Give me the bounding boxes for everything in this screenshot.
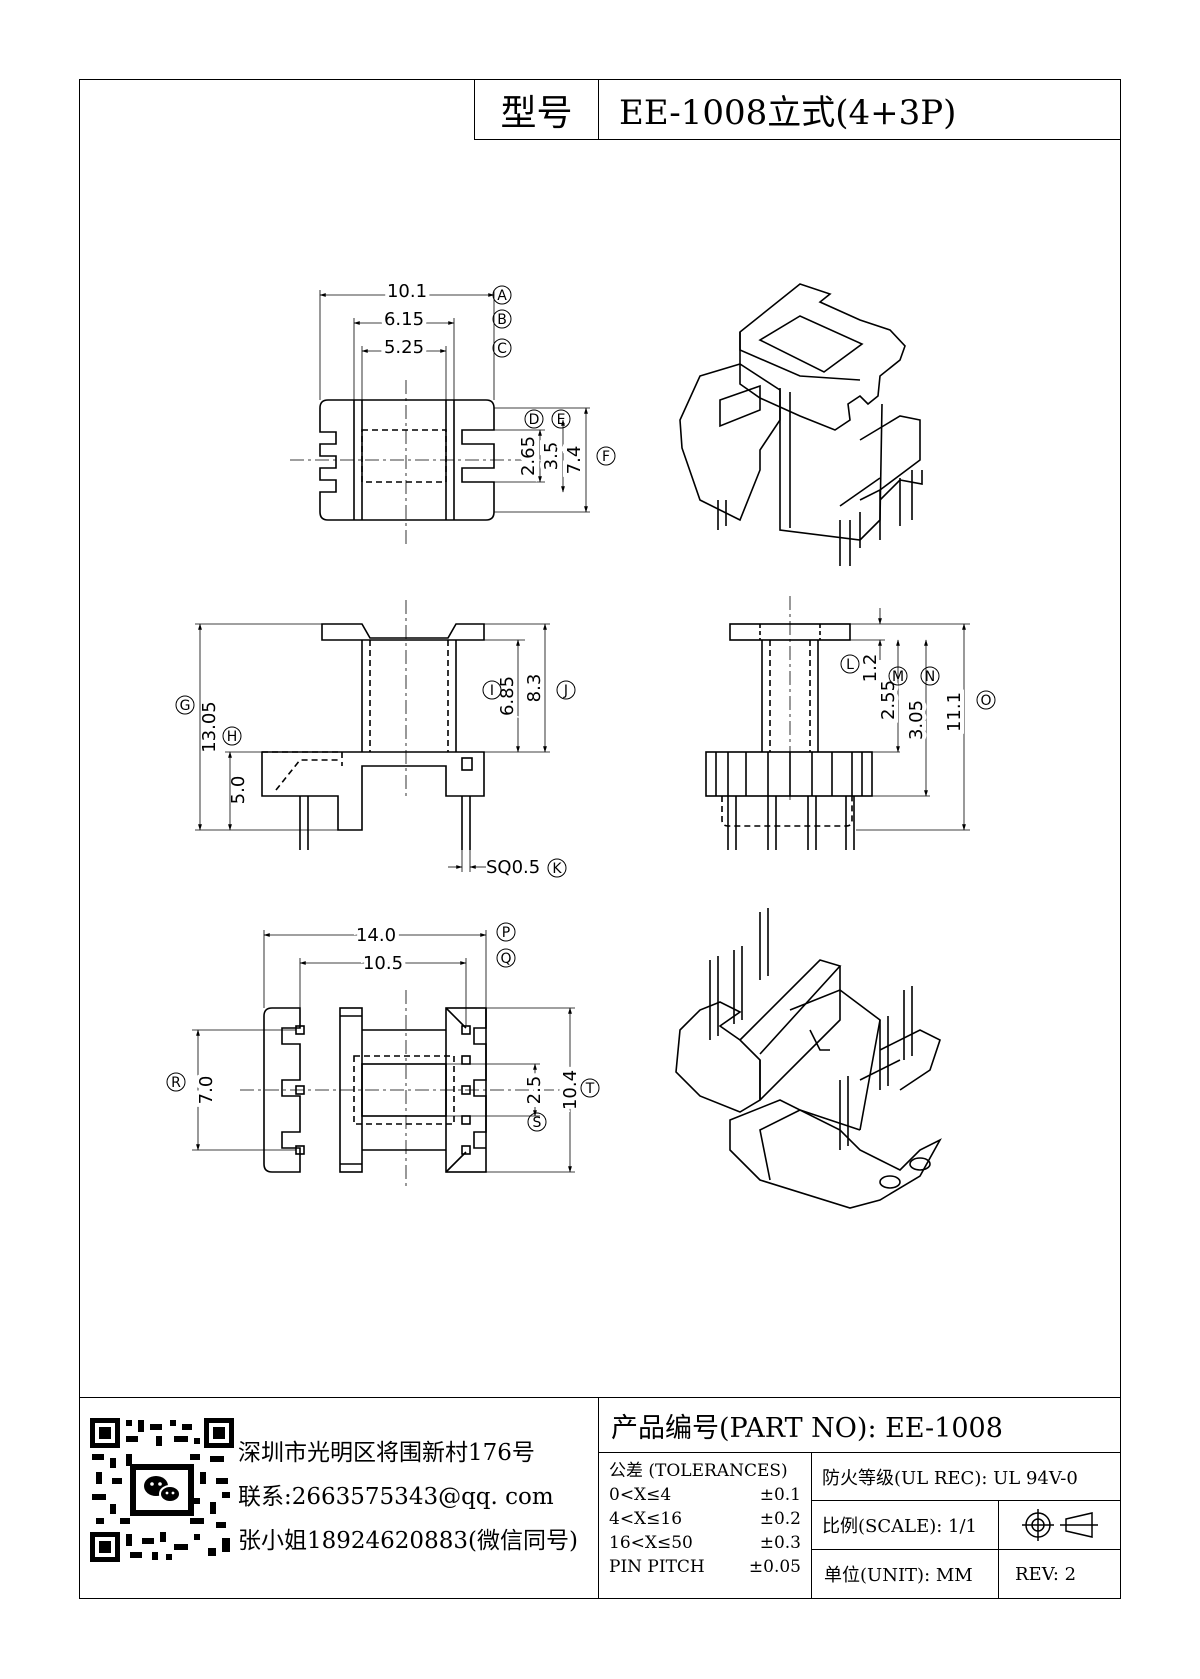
callout-c: C [492, 338, 512, 358]
side-view [705, 596, 970, 850]
dim-i: 6.85 [497, 676, 518, 716]
dim-g: 13.05 [199, 701, 220, 753]
callout-d: D [524, 409, 544, 429]
unit-text: 单位(UNIT): MM [811, 1549, 999, 1599]
callout-h: H [222, 726, 242, 746]
model-label: 型号 [474, 79, 599, 140]
svg-text:R: R [171, 1075, 181, 1091]
wechat-icon [144, 1476, 181, 1503]
tolerance-row: 0<X≤4±0.1 [609, 1485, 801, 1505]
address-text: 深圳市光明区将围新村176号 [238, 1440, 535, 1466]
callout-q: Q [496, 948, 516, 968]
callout-e: E [551, 409, 571, 429]
dim-c: 5.25 [384, 337, 424, 358]
dim-p: 14.0 [356, 925, 396, 946]
svg-text:L: L [846, 657, 854, 673]
dim-a: 10.1 [387, 281, 427, 302]
dim-j: 8.3 [524, 674, 545, 703]
dim-n: 3.05 [906, 700, 927, 740]
bottom-view [192, 930, 575, 1190]
tolerance-row: 16<X≤50±0.3 [609, 1533, 801, 1553]
svg-text:C: C [497, 341, 507, 357]
svg-text:P: P [502, 925, 510, 941]
qr-code [90, 1418, 234, 1562]
dim-h: 5.0 [228, 776, 249, 805]
top-view [290, 290, 590, 548]
dim-d: 2.65 [518, 436, 539, 476]
callout-n: N [920, 666, 940, 686]
dim-r: 7.0 [196, 1076, 217, 1105]
tolerance-table: 公差 (TOLERANCES) 0<X≤4±0.1 4<X≤16±0.2 16<… [598, 1452, 812, 1599]
contact-email: 联系:2663575343@qq. com [238, 1484, 554, 1510]
svg-text:K: K [552, 861, 562, 877]
svg-text:F: F [602, 449, 610, 465]
callout-f: F [596, 446, 616, 466]
callout-s: S [527, 1112, 547, 1132]
svg-text:E: E [557, 412, 566, 428]
svg-text:J: J [563, 683, 568, 699]
callout-i: I [482, 680, 502, 700]
dim-m: 2.55 [878, 680, 899, 720]
isometric-view-top [679, 283, 923, 566]
svg-text:Q: Q [500, 951, 511, 967]
svg-text:A: A [497, 288, 507, 304]
callout-p: P [496, 922, 516, 942]
callout-b: B [492, 309, 512, 329]
fire-rating: 防火等级(UL REC): UL 94V-0 [811, 1452, 1121, 1501]
callout-o: O [976, 690, 996, 710]
dim-b: 6.15 [384, 309, 424, 330]
callout-j: J [556, 680, 576, 700]
revision-text: REV: 2 [998, 1549, 1121, 1599]
tolerance-row: PIN PITCH±0.05 [609, 1557, 801, 1577]
dim-o: 11.1 [944, 692, 965, 732]
dim-f: 7.4 [564, 446, 585, 475]
front-view [195, 600, 550, 872]
svg-text:G: G [180, 698, 191, 714]
footer-left [79, 1397, 599, 1599]
callout-r: R [166, 1072, 186, 1092]
projection-symbol [998, 1500, 1121, 1550]
dim-l: 1.2 [860, 654, 881, 683]
callout-a: A [492, 285, 512, 305]
tolerance-row: 4<X≤16±0.2 [609, 1509, 801, 1529]
tolerance-title: 公差 (TOLERANCES) [609, 1461, 788, 1481]
svg-text:N: N [925, 669, 935, 685]
svg-text:M: M [892, 669, 904, 685]
scale-text: 比例(SCALE): 1/1 [811, 1500, 999, 1550]
dim-k: SQ0.5 [486, 857, 540, 878]
isometric-view-bottom [675, 908, 942, 1209]
model-value: EE-1008立式(4+3P) [598, 79, 1121, 140]
svg-text:S: S [533, 1115, 542, 1131]
dim-e: 3.5 [541, 442, 562, 471]
svg-text:T: T [585, 1081, 595, 1097]
svg-text:O: O [980, 693, 991, 709]
dim-s: 2.5 [524, 1076, 545, 1105]
svg-text:H: H [227, 729, 238, 745]
svg-text:D: D [529, 412, 540, 428]
dim-q: 10.5 [363, 953, 403, 974]
dim-t: 10.4 [560, 1070, 581, 1110]
contact-person: 张小姐18924620883(微信同号) [238, 1528, 578, 1554]
callout-k: K [547, 858, 567, 878]
callout-t: T [580, 1078, 600, 1098]
callout-m: M [888, 666, 908, 686]
svg-text:B: B [497, 312, 507, 328]
callout-l: L [840, 654, 860, 674]
callout-g: G [175, 695, 195, 715]
projection-icon [1021, 1509, 1098, 1541]
svg-text:I: I [490, 683, 494, 699]
part-number: 产品编号(PART NO): EE-1008 [598, 1397, 1121, 1453]
